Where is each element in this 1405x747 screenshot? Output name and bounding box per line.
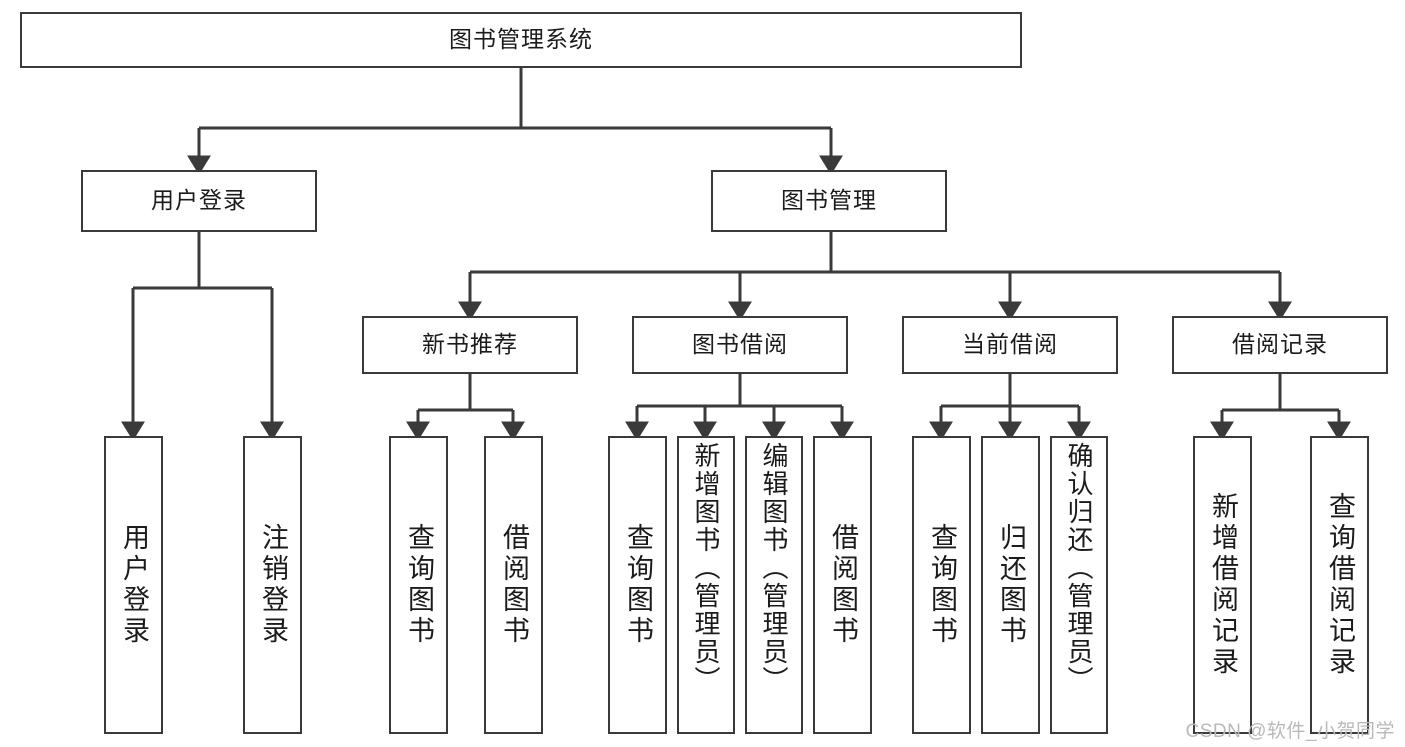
node-label: 借阅图书 <box>499 523 529 647</box>
leaf-add-borrow-record[interactable]: 新增借阅记录 <box>1193 436 1252 734</box>
leaf-query-book-borrow[interactable]: 查询图书 <box>608 436 667 734</box>
leaf-query-borrow-record[interactable]: 查询借阅记录 <box>1310 436 1369 734</box>
node-label: 新书推荐 <box>422 331 518 358</box>
node-label: 当前借阅 <box>962 331 1058 358</box>
leaf-add-book-admin[interactable]: 新增图书（管理员） <box>677 436 735 734</box>
node-label: 注销登录 <box>258 523 288 647</box>
leaf-confirm-return-admin[interactable]: 确认归还（管理员） <box>1050 436 1108 734</box>
node-label: 确认归还（管理员） <box>1064 442 1094 694</box>
node-root-system[interactable]: 图书管理系统 <box>20 12 1022 68</box>
node-label: 图书借阅 <box>692 331 788 358</box>
leaf-borrow-book[interactable]: 借阅图书 <box>813 436 872 734</box>
leaf-edit-book-admin[interactable]: 编辑图书（管理员） <box>745 436 803 734</box>
node-user-login[interactable]: 用户登录 <box>81 170 317 232</box>
node-book-management[interactable]: 图书管理 <box>711 170 947 232</box>
node-label: 图书管理 <box>781 187 877 214</box>
node-new-book-recommend[interactable]: 新书推荐 <box>362 316 578 374</box>
node-label: 归还图书 <box>996 523 1026 647</box>
node-label: 借阅记录 <box>1232 331 1328 358</box>
leaf-query-book-current[interactable]: 查询图书 <box>912 436 971 734</box>
node-label: 编辑图书（管理员） <box>759 442 789 694</box>
node-label: 查询图书 <box>404 523 434 647</box>
node-label: 图书管理系统 <box>449 26 593 53</box>
node-label: 新增图书（管理员） <box>691 442 721 694</box>
node-label: 查询图书 <box>927 523 957 647</box>
leaf-logout[interactable]: 注销登录 <box>243 436 302 734</box>
node-label: 借阅图书 <box>828 523 858 647</box>
node-label: 查询借阅记录 <box>1325 492 1355 678</box>
leaf-user-login[interactable]: 用户登录 <box>104 436 163 734</box>
leaf-return-book[interactable]: 归还图书 <box>981 436 1040 734</box>
node-label: 查询图书 <box>623 523 653 647</box>
node-label: 用户登录 <box>151 187 247 214</box>
leaf-query-book-recommend[interactable]: 查询图书 <box>389 436 448 734</box>
watermark-text: CSDN @软件_小贺同学 <box>1185 721 1395 742</box>
node-borrow-record[interactable]: 借阅记录 <box>1172 316 1388 374</box>
node-label: 用户登录 <box>119 523 149 647</box>
leaf-borrow-book-recommend[interactable]: 借阅图书 <box>484 436 543 734</box>
node-label: 新增借阅记录 <box>1208 492 1238 678</box>
node-current-borrow[interactable]: 当前借阅 <box>902 316 1118 374</box>
node-book-borrow[interactable]: 图书借阅 <box>632 316 848 374</box>
